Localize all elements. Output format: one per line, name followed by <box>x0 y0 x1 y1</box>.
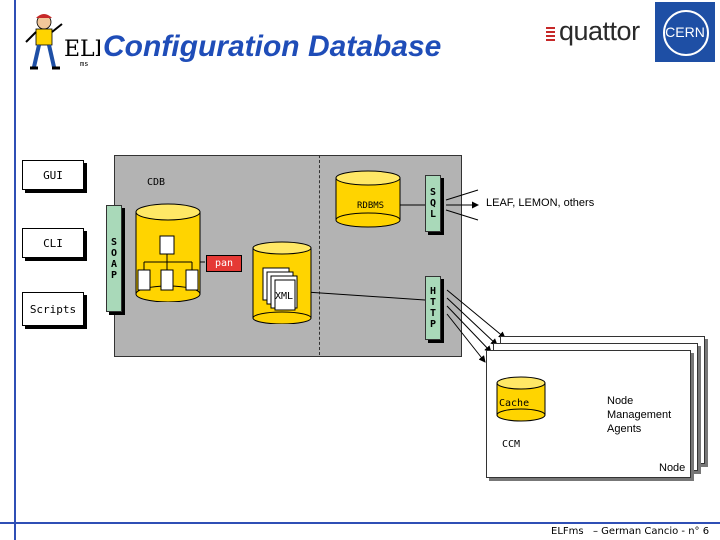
ccm-label: CCM <box>502 439 521 450</box>
cli-box: CLI <box>22 228 84 258</box>
cache-label: Cache <box>499 398 530 409</box>
xml-profiles-icon <box>252 241 312 324</box>
bottom-border-line <box>0 522 720 524</box>
gui-label: GUI <box>43 168 63 182</box>
elf-suffix: ms <box>80 60 89 68</box>
gui-box: GUI <box>22 160 84 190</box>
svg-text:ELF: ELF <box>64 37 100 62</box>
soap-interface: S O A P <box>106 205 122 312</box>
http-interface: H T T P <box>425 276 441 340</box>
cache-database-icon <box>496 376 546 422</box>
footer-left: ELFms <box>551 526 584 537</box>
sql-label: S Q L <box>429 187 437 220</box>
left-border-line <box>14 0 16 540</box>
page-title: Configuration Database <box>103 30 442 63</box>
xml-label: XML <box>275 291 294 302</box>
cdb-database-icon <box>135 203 201 302</box>
consumers-label: LEAF, LEMON, others <box>486 197 595 209</box>
node-management-agents-label: Node Management Agents <box>607 395 672 435</box>
scripts-label: Scripts <box>29 302 77 316</box>
pan-compiler-box: pan <box>206 255 242 272</box>
rdbms-label: RDBMS <box>357 201 385 211</box>
node-label: Node <box>659 462 686 474</box>
pan-label: pan <box>214 258 234 269</box>
cli-label: CLI <box>43 236 63 250</box>
cern-logo-text: CERN <box>665 24 705 40</box>
quattor-logo: quattor <box>559 16 640 46</box>
http-label: H T T P <box>429 286 437 330</box>
cdb-divider <box>319 155 320 355</box>
rdbms-database-icon <box>335 170 401 228</box>
sql-interface: S Q L <box>425 175 441 232</box>
quattor-logo-mark <box>546 27 555 41</box>
cern-logo: CERN <box>655 2 715 62</box>
cdb-label: CDB <box>147 177 166 188</box>
footer-right: – German Cancio - n° 6 <box>593 526 710 537</box>
elfms-logo: ELF <box>25 14 100 70</box>
soap-label: S O A P <box>110 236 118 281</box>
scripts-box: Scripts <box>22 292 84 326</box>
